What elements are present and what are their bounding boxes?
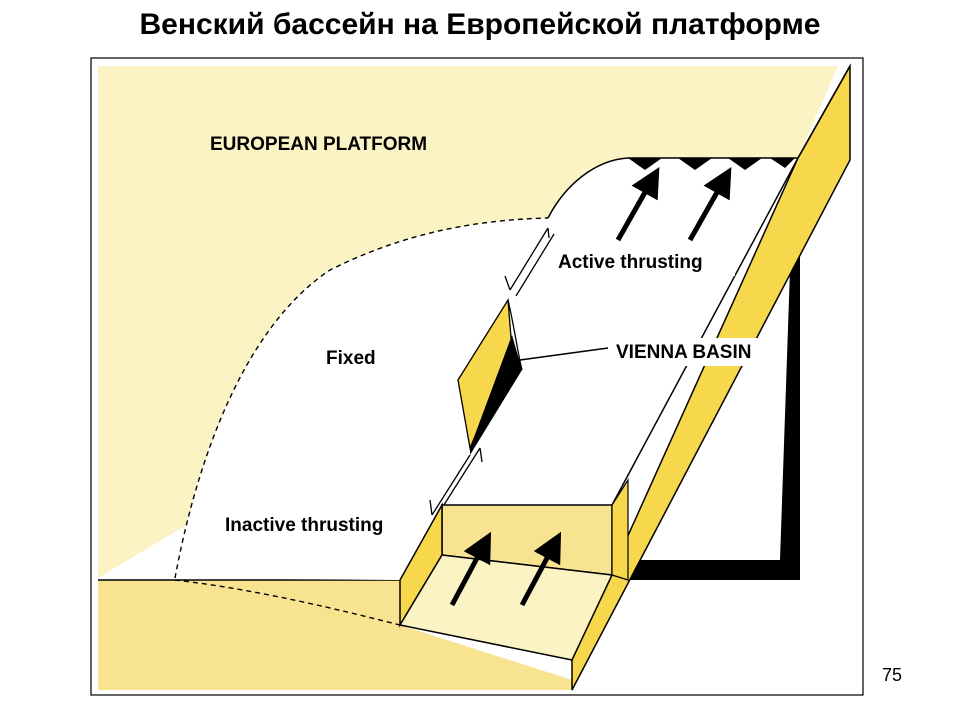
label-fixed: Fixed	[326, 348, 376, 369]
thrust-front-top	[547, 157, 798, 219]
slide-title: Венский бассейн на Европейской платформе	[139, 8, 821, 41]
strike-slip-upper	[504, 227, 555, 297]
thrust-arrows	[449, 166, 732, 607]
base-dashed-line	[174, 579, 401, 626]
label-european-platform: EUROPEAN PLATFORM	[210, 134, 427, 155]
strike-slip-lower	[429, 447, 483, 516]
fixed-boundary-dashed	[174, 217, 549, 579]
thrust-teeth	[628, 158, 795, 170]
arrow-lower-1	[449, 531, 492, 607]
black-side-face	[628, 255, 800, 580]
label-inactive-thrusting: Inactive thrusting	[225, 515, 383, 536]
front-block-right	[611, 477, 629, 581]
basin-right-wall	[507, 299, 523, 371]
arrow-upper-1	[615, 166, 660, 242]
basin-leader-line	[519, 347, 609, 361]
label-active-thrusting: Active thrusting	[558, 252, 703, 273]
platform-front-face	[98, 580, 572, 690]
page-number: 75	[881, 665, 902, 685]
label-vienna-basin: VIENNA BASIN	[616, 342, 751, 363]
basin-black-fill	[470, 335, 522, 455]
arrow-upper-2	[687, 166, 732, 242]
arrow-lower-2	[519, 531, 562, 607]
